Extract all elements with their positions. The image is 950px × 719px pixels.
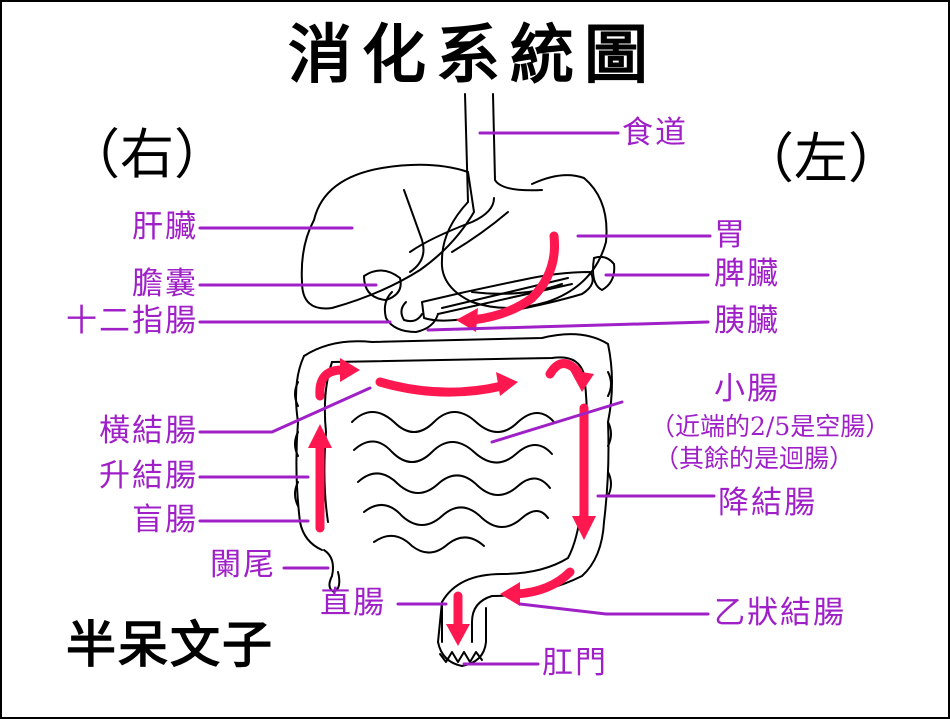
label-transverse-colon: 橫結腸 (99, 413, 198, 449)
appendix-outline (323, 549, 341, 593)
leader-sigmoid-colon (518, 602, 710, 616)
page-title: 消化系統圖 (288, 18, 658, 93)
rectum-outline (437, 601, 487, 667)
liver-lobe-line (403, 189, 425, 273)
flow-arrowhead-splenic-flexure (570, 370, 594, 392)
label-liver: 肝臟 (132, 209, 198, 245)
bile-duct (409, 197, 495, 253)
label-ascending-colon: 升結腸 (99, 458, 198, 494)
duodenum-outline (383, 291, 439, 333)
anus-zigzag (439, 651, 483, 663)
side-right-label: （右） (66, 123, 228, 186)
brand-logo: 半呆文子 (66, 616, 274, 674)
label-descending-colon: 降結腸 (718, 485, 817, 521)
flow-arrowhead-hepatic-flexure (340, 358, 360, 382)
flow-arrowhead-rectum (446, 624, 470, 646)
flow-arrowhead-descending (572, 516, 596, 540)
label-pancreas: 胰臟 (714, 303, 780, 339)
label-appendix: 闌尾 (210, 547, 276, 583)
label-cecum: 盲腸 (132, 502, 198, 538)
liver-outline (300, 163, 475, 310)
label-rectum: 直腸 (320, 585, 386, 621)
flow-arrowhead-stomach (456, 308, 478, 332)
stomach-outline (440, 174, 608, 309)
label-anus: 肛門 (542, 645, 608, 681)
label-duodenum: 十二指腸 (66, 303, 198, 339)
flow-arrowhead-sigmoid (500, 582, 520, 606)
flow-arrow-transverse (375, 377, 507, 397)
leader-transverse-colon (198, 386, 372, 434)
label-small-intestine-note-ileum: （其餘的是迴腸） (654, 444, 855, 473)
flow-arrow-hepatic-flexure (315, 365, 347, 401)
small-intestine-coils (351, 411, 555, 554)
gallbladder-outline (363, 269, 402, 301)
flow-arrowhead-ascending (308, 424, 332, 448)
spleen-outline (592, 255, 616, 291)
label-spleen: 脾臟 (714, 256, 780, 292)
label-stomach: 胃 (714, 217, 747, 253)
label-esophagus: 食道 (622, 115, 688, 151)
colon-haustra-right (294, 371, 612, 507)
esophagus-outline (464, 93, 543, 203)
stomach-inner-outline (451, 211, 563, 295)
flow-arrowhead-transverse (496, 372, 518, 396)
flow-arrow-sigmoid (511, 567, 575, 599)
side-left-label: （左） (740, 127, 902, 190)
label-small-intestine-note-jejunum: （近端的2/5是空腸） (650, 412, 891, 441)
flow-arrow-stomach (467, 231, 560, 325)
label-gallbladder: 膽囊 (132, 266, 198, 302)
label-sigmoid-colon: 乙狀結腸 (714, 595, 846, 631)
label-small-intestine: 小腸 (714, 371, 780, 407)
leader-pancreas (426, 320, 710, 332)
leader-small-intestine (490, 400, 624, 444)
flow-arrow-splenic-flexure (545, 359, 583, 379)
